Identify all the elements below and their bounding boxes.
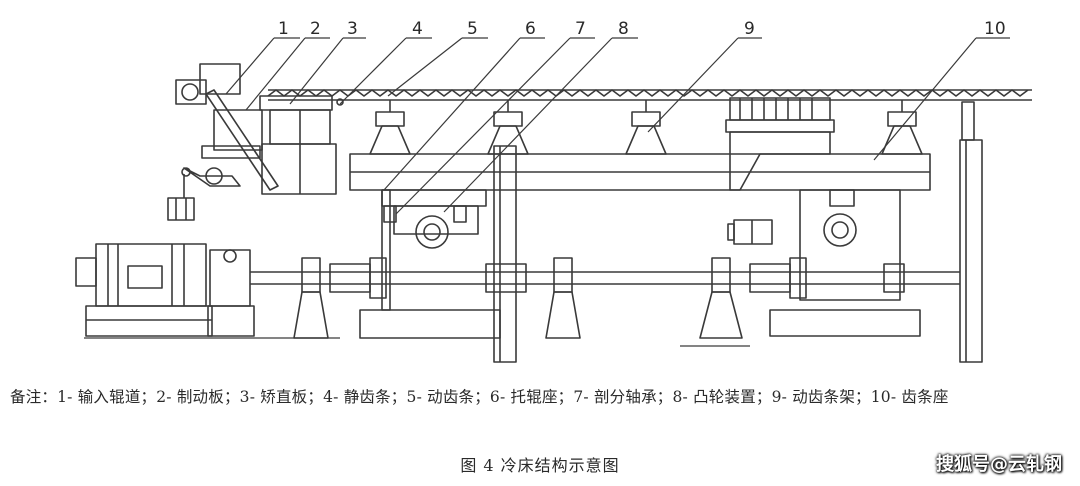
- left-lower-frame: [359, 189, 501, 339]
- callout-9: 9: [744, 19, 755, 39]
- roller-stack: [725, 97, 835, 133]
- callout-8: 8: [618, 19, 629, 39]
- callout-labels: 1 2 3 4 5 6 7 8 9 10: [278, 19, 1006, 39]
- callout-3: 3: [347, 19, 358, 39]
- callout-6: 6: [525, 19, 536, 39]
- ground-lines: [84, 337, 750, 347]
- bearing-pedestals: [293, 257, 743, 339]
- columns: [493, 101, 983, 363]
- gearbox: [207, 249, 255, 337]
- rack-seats: [369, 100, 923, 155]
- callout-10: 10: [984, 19, 1006, 39]
- callout-5: 5: [467, 19, 478, 39]
- moving-rack-beam: [349, 153, 931, 191]
- right-support-frame: [729, 131, 921, 337]
- callout-7: 7: [575, 19, 586, 39]
- drive-shaft: [250, 257, 960, 299]
- drive-motor: [75, 243, 213, 337]
- callout-4: 4: [412, 19, 423, 39]
- callout-leaders: [225, 37, 1010, 215]
- watermark: 搜狐号@云轧钢: [936, 454, 1062, 475]
- callout-1: 1: [278, 19, 289, 39]
- callout-2: 2: [310, 19, 321, 39]
- straightening-plate: [259, 95, 337, 195]
- cooling-bed-diagram: 1 2 3 4 5 6 7 8 9 10: [75, 19, 1032, 363]
- figure-caption: 图 4 冷床结构示意图: [460, 456, 620, 475]
- tooth-rack: [267, 89, 1032, 106]
- small-motor: [727, 219, 773, 245]
- figure-notes: 备注：1- 输入辊道；2- 制动板；3- 矫直板；4- 静齿条；5- 动齿条；6…: [10, 388, 949, 406]
- input-roller-table: [167, 63, 279, 221]
- cam-device: [381, 189, 487, 249]
